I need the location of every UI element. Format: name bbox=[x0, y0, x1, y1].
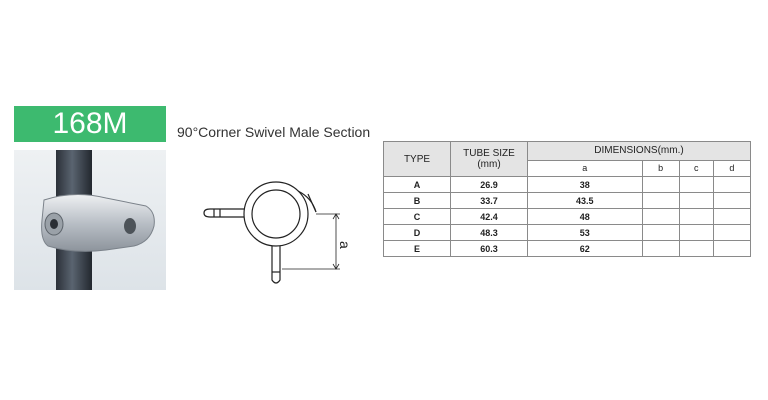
section-title: 90°Corner Swivel Male Section bbox=[177, 124, 371, 140]
row-dim-a: 38 bbox=[527, 176, 643, 193]
col-header-type: TYPE bbox=[383, 141, 451, 177]
row-dim-b bbox=[641, 192, 680, 209]
table-row: C 42.4 48 bbox=[383, 208, 752, 225]
row-tube-size: 48.3 bbox=[450, 224, 528, 241]
product-photo bbox=[14, 150, 166, 290]
product-code-badge: 168M bbox=[14, 106, 166, 142]
row-dim-b bbox=[641, 176, 680, 193]
row-dim-d bbox=[712, 208, 752, 225]
col-header-b: b bbox=[641, 159, 680, 178]
row-dim-a: 43.5 bbox=[527, 192, 643, 209]
row-type: C bbox=[383, 208, 451, 225]
row-dim-d bbox=[712, 224, 752, 241]
row-dim-b bbox=[641, 208, 680, 225]
row-tube-size: 33.7 bbox=[450, 192, 528, 209]
row-dim-c bbox=[678, 208, 714, 225]
row-dim-a: 62 bbox=[527, 240, 643, 257]
row-dim-c bbox=[678, 240, 714, 257]
row-type: B bbox=[383, 192, 451, 209]
table-row: D 48.3 53 bbox=[383, 224, 752, 241]
swivel-clamp-photo-icon bbox=[41, 150, 155, 290]
row-type: A bbox=[383, 176, 451, 193]
col-header-d: d bbox=[712, 159, 752, 178]
col-header-tube-size: TUBE SIZE (mm) bbox=[450, 141, 528, 177]
row-dim-d bbox=[712, 192, 752, 209]
dimension-label-a: a bbox=[337, 241, 353, 249]
table-row: A 26.9 38 bbox=[383, 176, 752, 193]
row-dim-d bbox=[712, 176, 752, 193]
row-tube-size: 26.9 bbox=[450, 176, 528, 193]
row-dim-c bbox=[678, 176, 714, 193]
row-tube-size: 60.3 bbox=[450, 240, 528, 257]
tube-size-unit: (mm) bbox=[477, 159, 501, 170]
technical-drawing: a bbox=[192, 166, 360, 290]
row-type: E bbox=[383, 240, 451, 257]
row-type: D bbox=[383, 224, 451, 241]
row-dim-a: 48 bbox=[527, 208, 643, 225]
col-header-dimensions: DIMENSIONS(mm.) bbox=[527, 141, 751, 161]
swivel-section-diagram-icon: a bbox=[203, 181, 353, 284]
table-row: E 60.3 62 bbox=[383, 240, 752, 257]
dimensions-table: TYPE TUBE SIZE (mm) DIMENSIONS(mm.) a b … bbox=[383, 141, 752, 257]
row-dim-c bbox=[678, 192, 714, 209]
row-tube-size: 42.4 bbox=[450, 208, 528, 225]
row-dim-b bbox=[641, 240, 680, 257]
row-dim-b bbox=[641, 224, 680, 241]
table-row: B 33.7 43.5 bbox=[383, 192, 752, 209]
row-dim-d bbox=[712, 240, 752, 257]
tube-size-label: TUBE SIZE bbox=[463, 148, 515, 159]
row-dim-a: 53 bbox=[527, 224, 643, 241]
col-header-c: c bbox=[678, 159, 714, 178]
row-dim-c bbox=[678, 224, 714, 241]
col-header-a: a bbox=[527, 159, 643, 178]
